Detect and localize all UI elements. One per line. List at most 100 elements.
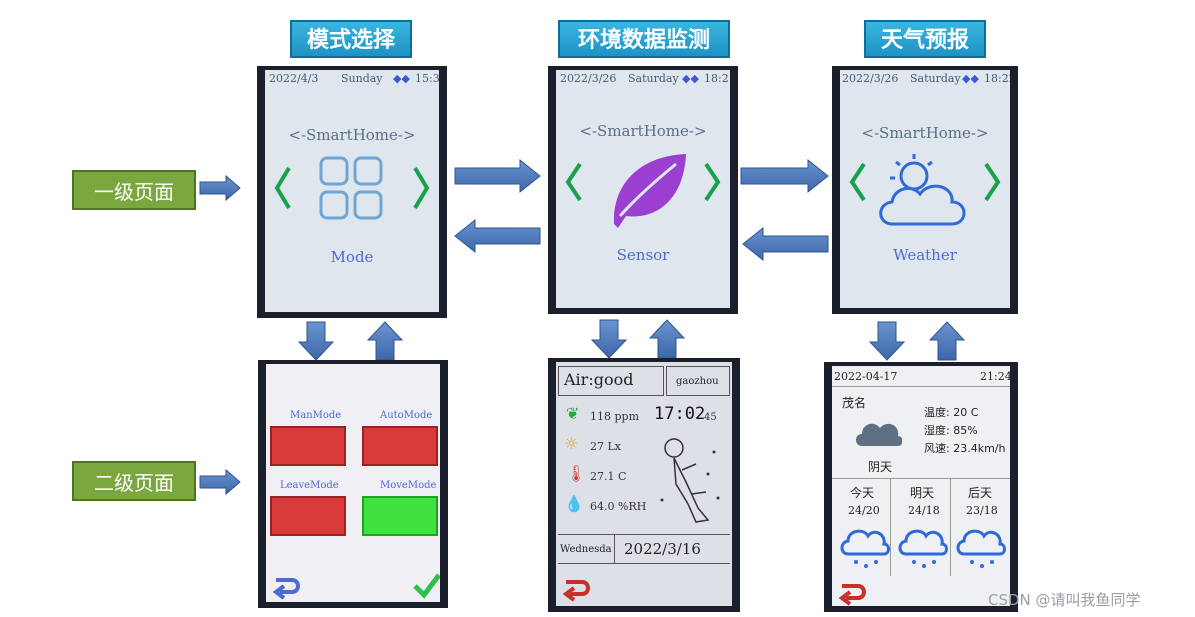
screen-mode-detail[interactable]: ManMode AutoMode LeaveMode MoveMode <box>258 360 448 608</box>
leave-mode-label: LeaveMode <box>280 480 339 491</box>
return-icon[interactable] <box>270 574 304 600</box>
arrow-weather-to-sensor <box>742 226 829 262</box>
status-weekday: Saturday <box>628 72 679 85</box>
arrow-mode-to-sensor <box>454 158 541 194</box>
day-range-1: 24/18 <box>908 504 940 517</box>
move-mode-button[interactable] <box>362 496 438 536</box>
arrow-weather-down <box>868 321 906 361</box>
title-weather-forecast: 天气预报 <box>864 20 986 58</box>
brand-text: <-SmartHome-> <box>288 126 416 144</box>
title-mode-select: 模式选择 <box>290 20 412 58</box>
return-icon[interactable] <box>560 576 594 602</box>
man-mode-button[interactable] <box>270 426 346 466</box>
lcd-weather: 2022/3/26 Saturday ◆◆ 18:22 <-SmartHome-… <box>840 70 1010 308</box>
arrow-weather-up <box>928 321 966 361</box>
status-weekday: Saturday <box>910 72 961 85</box>
sun-icon: ☼ <box>564 434 579 453</box>
date-text: 2022/3/16 <box>624 540 701 558</box>
brand-text: <-SmartHome-> <box>861 124 989 142</box>
air-quality: Air:good <box>564 370 634 389</box>
status-time: 18:22 <box>984 72 1010 85</box>
city-name: gaozhou <box>676 376 719 387</box>
leave-mode-button[interactable] <box>270 496 346 536</box>
move-mode-label: MoveMode <box>380 480 437 491</box>
lcd-mode: 2022/4/3 Sunday ◆◆ 15:30 <-SmartHome-> M… <box>265 70 439 312</box>
leaf-icon: ❦ <box>566 404 580 423</box>
status-time: 15:30 <box>415 72 439 85</box>
weather-date: 2022-04-17 <box>834 370 898 383</box>
arrow-mode-down <box>297 321 335 361</box>
lcd-sensor-detail: Air:good gaozhou ❦ 118 ppm 17:02 45 ☼ 27… <box>556 362 732 606</box>
day-range-2: 23/18 <box>966 504 998 517</box>
label-second-level-page: 二级页面 <box>72 461 196 501</box>
astronaut-icon <box>660 438 720 523</box>
weather-label: Weather <box>893 246 957 264</box>
auto-mode-label: AutoMode <box>380 410 433 421</box>
lcd-sensor: 2022/3/26 Saturday ◆◆ 18:21 <-SmartHome-… <box>556 70 730 308</box>
day-name-0: 今天 <box>850 486 875 500</box>
chevron-right-icon <box>704 162 721 202</box>
return-icon[interactable] <box>836 580 870 606</box>
humidity-icon: 💧 <box>564 494 584 513</box>
arrow-level1-to-mode <box>199 174 241 202</box>
chevron-right-icon <box>413 166 430 210</box>
screen-sensor[interactable]: 2022/3/26 Saturday ◆◆ 18:21 <-SmartHome-… <box>548 66 738 314</box>
title-env-monitor: 环境数据监测 <box>558 20 730 58</box>
wifi-icon: ◆◆ <box>393 72 410 85</box>
rain-icon-1 <box>898 529 948 556</box>
arrow-sensor-up <box>648 319 686 359</box>
chevron-left-icon <box>274 166 291 210</box>
auto-mode-button[interactable] <box>362 426 438 466</box>
man-mode-label: ManMode <box>290 410 342 421</box>
city-name: 茂名 <box>842 396 867 410</box>
status-time: 18:21 <box>704 72 730 85</box>
chevron-left-icon <box>565 162 582 202</box>
lcd-weather-detail: 2022-04-17 21:24 茂名 阴天 温度: 20 C 湿度: 85% … <box>832 366 1010 606</box>
arrow-mode-up <box>366 321 404 361</box>
wifi-icon: ◆◆ <box>962 72 979 85</box>
chevron-left-icon <box>849 162 866 202</box>
rh-value: 64.0 %RH <box>590 500 647 513</box>
arrow-sensor-to-weather <box>740 158 829 194</box>
leaf-icon <box>565 154 721 228</box>
clock-time: 17:02 <box>654 404 706 424</box>
rain-icon-0 <box>840 529 890 556</box>
mode-label: Mode <box>330 248 374 266</box>
arrow-level2-to-modepage <box>199 468 241 496</box>
arrow-sensor-to-mode <box>454 218 541 254</box>
status-date: 2022/3/26 <box>842 72 899 85</box>
status-weekday: Sunday <box>341 72 383 85</box>
weekday-text: Wednesda <box>560 544 612 555</box>
weather-time: 21:24 <box>980 370 1010 383</box>
weather-cloud-icon <box>849 154 1001 226</box>
day-range-0: 24/20 <box>848 504 880 517</box>
sensor-label: Sensor <box>616 246 670 264</box>
confirm-check-icon[interactable] <box>412 570 440 600</box>
humidity-text: 湿度: 85% <box>924 424 978 437</box>
clock-seconds: 45 <box>704 412 717 423</box>
screen-mode[interactable]: 2022/4/3 Sunday ◆◆ 15:30 <-SmartHome-> M… <box>257 66 447 318</box>
screen-weather[interactable]: 2022/3/26 Saturday ◆◆ 18:22 <-SmartHome-… <box>832 66 1018 314</box>
ppm-value: 118 ppm <box>590 410 640 423</box>
brand-text: <-SmartHome-> <box>579 122 707 140</box>
arrow-sensor-down <box>590 319 628 359</box>
status-date: 2022/4/3 <box>269 72 319 85</box>
label-first-level-page: 一级页面 <box>72 170 196 210</box>
wifi-icon: ◆◆ <box>682 72 699 85</box>
watermark: CSDN @请叫我鱼同学 <box>988 591 1141 609</box>
thermometer-icon: 🌡 <box>566 464 587 483</box>
temperature-text: 温度: 20 C <box>924 406 979 419</box>
mode-grid-icon <box>274 156 430 220</box>
rain-icons <box>840 529 1006 568</box>
rain-icon-2 <box>956 529 1006 556</box>
temp-value: 27.1 C <box>590 470 627 483</box>
condition-text: 阴天 <box>868 460 893 474</box>
screen-sensor-detail[interactable]: Air:good gaozhou ❦ 118 ppm 17:02 45 ☼ 27… <box>548 358 740 612</box>
screen-weather-detail[interactable]: 2022-04-17 21:24 茂名 阴天 温度: 20 C 湿度: 85% … <box>824 362 1018 612</box>
wind-text: 风速: 23.4km/h <box>924 442 1006 455</box>
status-date: 2022/3/26 <box>560 72 617 85</box>
lux-value: 27 Lx <box>590 440 622 453</box>
day-name-1: 明天 <box>910 486 935 500</box>
chevron-right-icon <box>984 162 1001 202</box>
